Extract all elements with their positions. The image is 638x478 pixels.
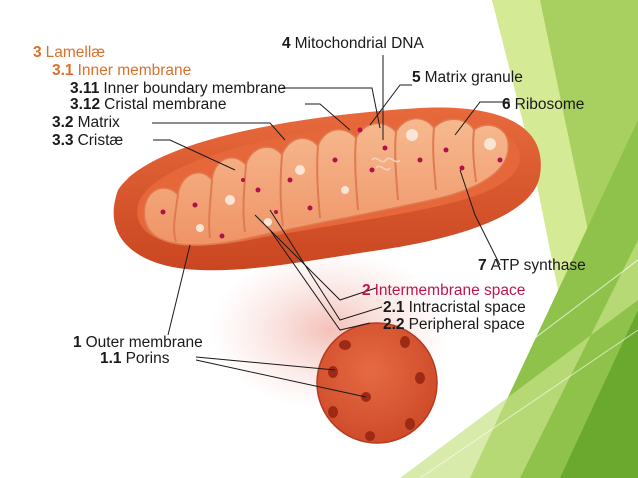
cristae-folds	[143, 118, 509, 246]
porin-magnification	[316, 322, 438, 444]
leader-lines	[152, 55, 510, 398]
mitochondrion	[113, 107, 541, 271]
background-decoration	[349, 0, 638, 478]
